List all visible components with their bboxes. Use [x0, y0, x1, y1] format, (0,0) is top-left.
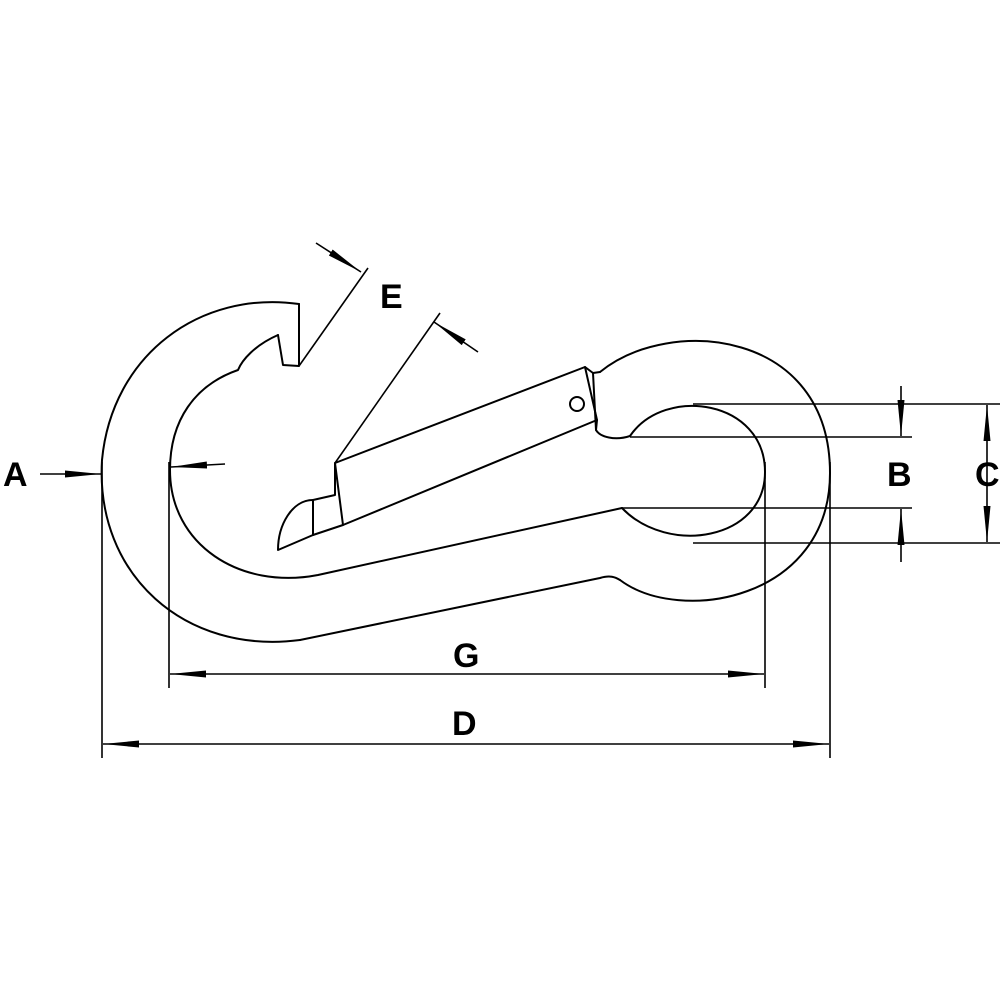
body-inner-top [595, 429, 631, 440]
eye-inner-arc [621, 404, 766, 537]
hook-nose [277, 303, 300, 367]
label-g: G [453, 637, 479, 675]
gate-end [584, 366, 598, 431]
body-inner-bottom [169, 469, 623, 579]
carabiner-outline [100, 301, 831, 643]
dimensions [40, 242, 1000, 758]
dimension-e-arrow-top [315, 242, 362, 273]
label-a: A [3, 456, 28, 494]
dimension-e-arrow-bottom [433, 321, 479, 353]
label-e: E [380, 278, 403, 316]
eye-top-neck [592, 371, 601, 374]
label-b: B [887, 456, 912, 494]
gate-pin [569, 396, 585, 412]
label-d: D [452, 705, 477, 743]
body-outer-bottom [299, 575, 621, 641]
label-c: C [975, 456, 1000, 494]
hook-inner-arc [169, 334, 279, 471]
eye-outer-arc [599, 340, 831, 602]
gate-bar [334, 366, 598, 526]
gate-tip [312, 462, 344, 536]
dimension-a-arrow-right [170, 461, 226, 469]
gate-latch [277, 499, 314, 551]
hook-outer-arc [100, 301, 301, 643]
